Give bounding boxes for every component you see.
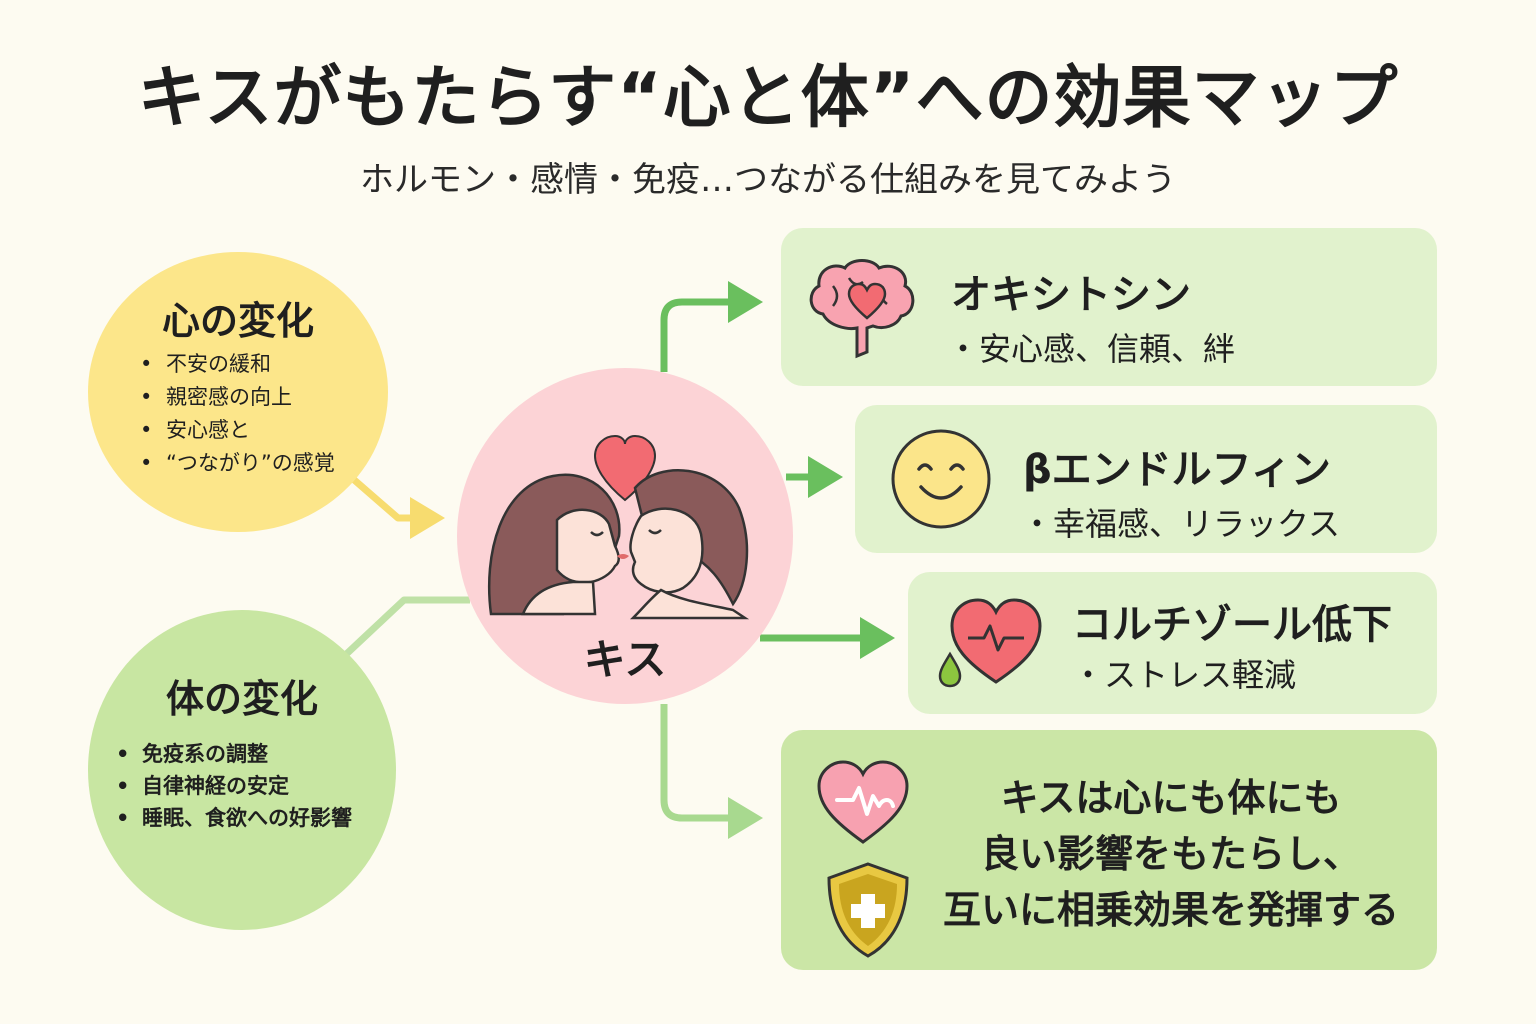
summary-line: キスは心にも体にも: [1000, 776, 1342, 820]
arrow-mind-to-kiss: [349, 475, 445, 539]
brain-heart-icon: [809, 259, 915, 359]
body-list: 免疫系の調整 自律神経の安定 睡眠、食欲への好影響: [116, 738, 352, 834]
kiss-center-circle: キス: [457, 368, 793, 704]
summary-line: 良い影響をもたらし、: [980, 832, 1361, 876]
body-heading: 体の変化: [165, 677, 318, 721]
list-item: “つながり”の感覚: [140, 447, 335, 480]
endorphin-desc: ・幸福感、リラックス: [1021, 505, 1341, 543]
heartbeat-heart-icon: [817, 760, 909, 844]
list-item: 免疫系の調整: [116, 738, 352, 770]
kiss-label: キス: [583, 635, 667, 684]
shield-cross-icon: [827, 862, 909, 958]
list-item: 睡眠、食欲への好影響: [116, 802, 352, 834]
cortisol-desc: ・ストレス軽減: [1072, 656, 1297, 694]
line-body-to-kiss: [337, 596, 470, 663]
page-subtitle: ホルモン・感情・免疫…つながる仕組みを見てみよう: [360, 160, 1176, 200]
oxytocin-title: オキシトシン: [951, 272, 1191, 318]
oxytocin-desc: ・安心感、信頼、絆: [947, 330, 1236, 368]
endorphin-title: βエンドルフィン: [1023, 447, 1331, 493]
page-title: キスがもたらす“心と体”への効果マップ: [137, 59, 1399, 138]
heart-pulse-drop-icon: [938, 598, 1042, 688]
kissing-couple-icon: [487, 434, 750, 620]
mind-heading: 心の変化: [161, 299, 314, 343]
summary-text: キスは心にも体にも 良い影響をもたらし、 互いに相乗効果を発揮する: [931, 770, 1411, 938]
list-item: 親密感の向上: [140, 381, 335, 414]
oxytocin-card: オキシトシン ・安心感、信頼、絆: [781, 228, 1437, 386]
list-item: 安心感と: [140, 414, 335, 447]
summary-line: 互いに相乗効果を発揮する: [942, 888, 1399, 932]
arrow-to-oxytocin: [660, 281, 763, 372]
mind-list: 不安の緩和 親密感の向上 安心感と “つながり”の感覚: [140, 348, 335, 480]
smiley-face-icon: [891, 429, 991, 529]
cortisol-title: コルチゾール低下: [1072, 602, 1392, 648]
list-item: 不安の緩和: [140, 348, 335, 381]
endorphin-card: βエンドルフィン ・幸福感、リラックス: [855, 405, 1437, 553]
arrow-to-summary: [660, 704, 763, 839]
cortisol-card: コルチゾール低下 ・ストレス軽減: [908, 572, 1437, 714]
list-item: 自律神経の安定: [116, 770, 352, 802]
body-changes-circle: 体の変化 免疫系の調整 自律神経の安定 睡眠、食欲への好影響: [88, 610, 396, 930]
mind-changes-circle: 心の変化 不安の緩和 親密感の向上 安心感と “つながり”の感覚: [88, 252, 388, 532]
summary-card: キスは心にも体にも 良い影響をもたらし、 互いに相乗効果を発揮する: [781, 730, 1437, 970]
